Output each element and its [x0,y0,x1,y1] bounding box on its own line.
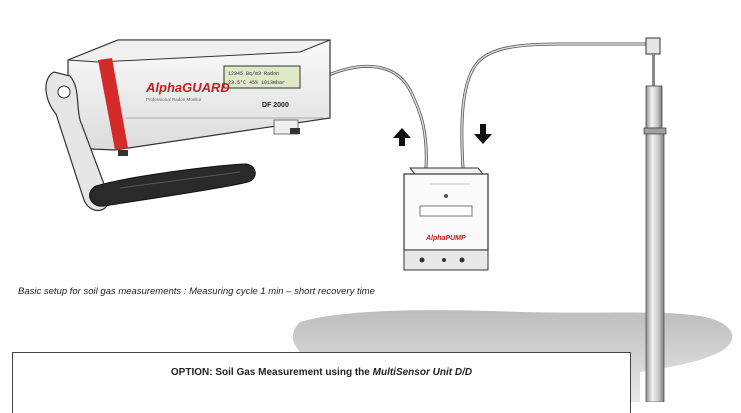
svg-text:DF 2000: DF 2000 [262,102,289,109]
arrow-up-icon [393,128,411,146]
option-box: OPTION: Soil Gas Measurement using the M… [12,352,631,413]
alphapump-unit: AlphaPUMP [403,167,489,271]
monitor-brand: AlphaGUARD [145,80,230,95]
handle-grip [89,163,256,207]
svg-text:12345 Bq/m3 Radon: 12345 Bq/m3 Radon [228,71,279,77]
soil-gas-probe [643,37,667,402]
svg-text:23.5°C 45% 1013mbar: 23.5°C 45% 1013mbar [228,80,285,86]
alphaguard-monitor: 12345 Bq/m3 Radon 23.5°C 45% 1013mbar Al… [45,39,331,212]
pump-brand: AlphaPUMP [425,235,466,242]
option-heading: OPTION: Soil Gas Measurement using the M… [170,367,473,378]
diagram-caption: Basic setup for soil gas measurements : … [18,286,375,297]
tube-monitor-to-pump [321,64,428,169]
svg-text:Professional Radon Monitor: Professional Radon Monitor [146,97,202,102]
arrow-down-icon [474,124,492,144]
tube-pump-to-probe [460,42,648,169]
setup-diagram: 12345 Bq/m3 Radon 23.5°C 45% 1013mbar Al… [45,37,733,402]
